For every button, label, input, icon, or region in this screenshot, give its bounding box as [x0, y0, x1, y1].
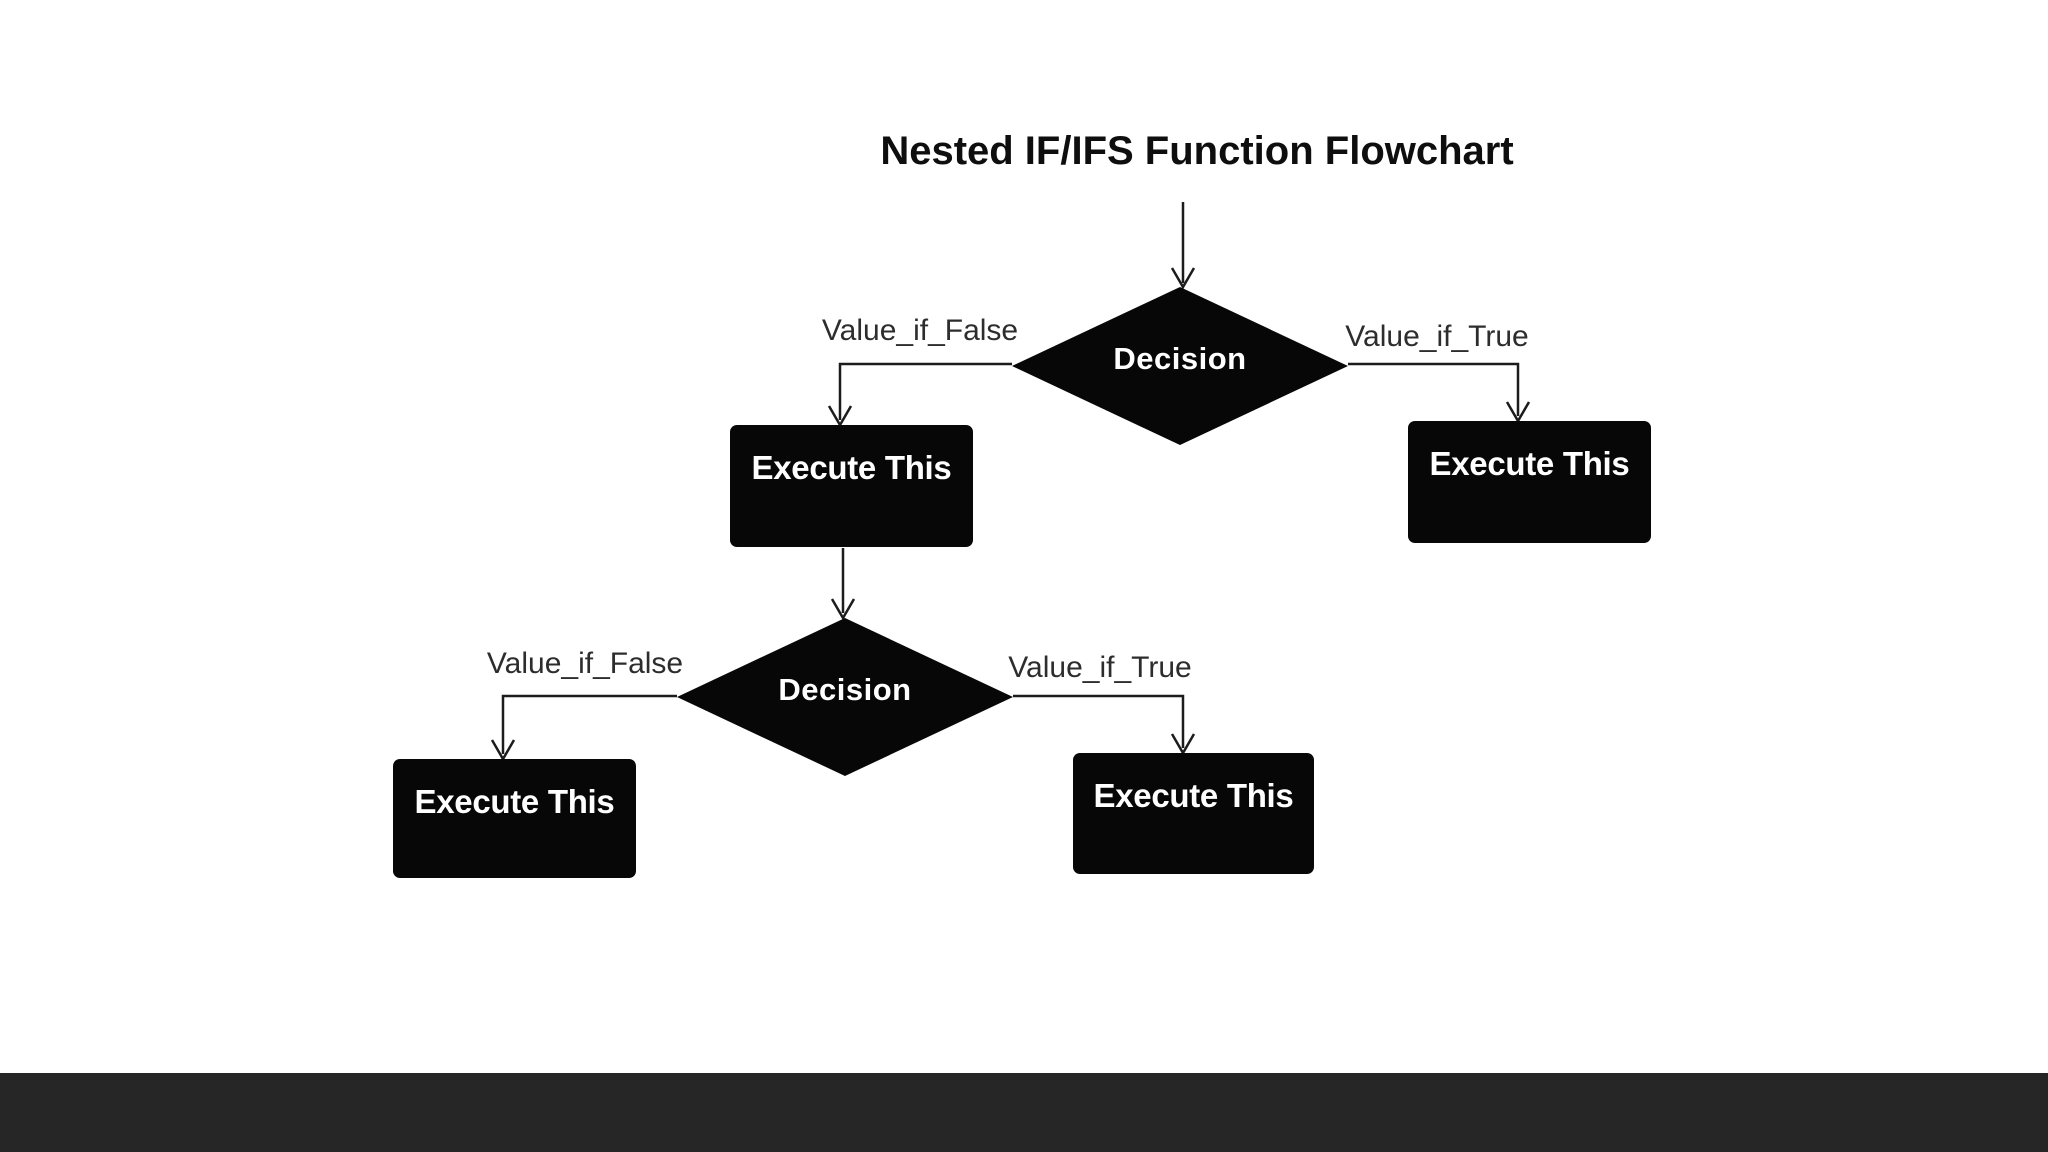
decision-node-top-label: Decision — [1113, 341, 1247, 376]
execute-node-top-right: Execute This — [1408, 421, 1651, 543]
edge-label-value-if-false-nested: Value_if_False — [486, 647, 684, 680]
execute-node-bottom-right-label: Execute This — [1093, 777, 1294, 814]
connector-decision-nested-true-branch — [1013, 694, 1196, 756]
execute-node-bottom-left-label: Execute This — [414, 783, 615, 820]
decision-node-nested: Decision — [677, 618, 1013, 776]
connector-decision-nested-false-branch — [490, 694, 677, 762]
execute-node-top-right-label: Execute This — [1429, 445, 1630, 482]
execute-node-top-left: Execute This — [730, 425, 973, 547]
connector-execute-to-decision-nested — [830, 548, 856, 621]
connector-decision-top-true-branch — [1348, 362, 1531, 424]
execute-node-bottom-right: Execute This — [1073, 753, 1314, 874]
edge-label-value-if-false-top: Value_if_False — [821, 314, 1019, 347]
edge-label-value-if-true-top: Value_if_True — [1345, 320, 1529, 353]
connector-title-to-decision-top — [1170, 202, 1196, 290]
footer-bar — [0, 1073, 2048, 1152]
decision-node-nested-label: Decision — [778, 672, 912, 707]
edge-label-value-if-true-nested: Value_if_True — [1008, 651, 1192, 684]
execute-node-bottom-left: Execute This — [393, 759, 636, 878]
decision-node-top: Decision — [1012, 287, 1348, 445]
page-title: Nested IF/IFS Function Flowchart — [880, 129, 1514, 173]
execute-node-top-left-label: Execute This — [751, 449, 952, 486]
connector-decision-top-false-branch — [827, 362, 1012, 428]
